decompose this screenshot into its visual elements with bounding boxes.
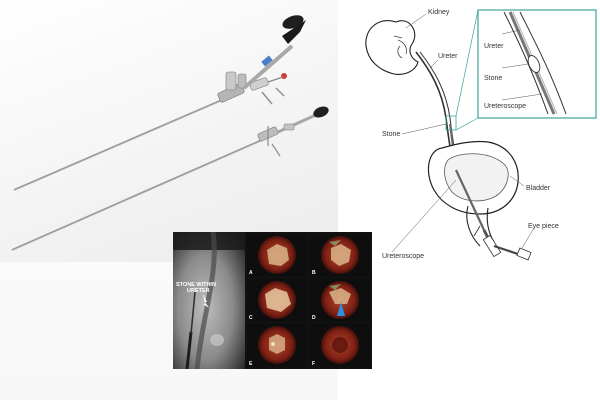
stone-callout-box [445, 115, 457, 131]
endoscopic-tile-d: D [310, 279, 370, 321]
inset-ureter-label: Ureter [484, 43, 504, 50]
inset-stone [527, 55, 541, 73]
stone-label: Stone [382, 131, 400, 138]
svg-text:D: D [312, 315, 316, 321]
ureteroscope-label: Ureteroscope [382, 253, 424, 260]
svg-text:F: F [312, 361, 315, 367]
upper-eyepiece [282, 20, 306, 44]
laser-fiber-icon [337, 302, 345, 316]
svg-text:E: E [249, 361, 253, 367]
endoscopic-tile-e: E [247, 324, 307, 367]
upper-scope-body [217, 15, 306, 105]
xray-image: STONE WITHIN URETER [173, 232, 245, 369]
endoscopic-tile-a: A [247, 234, 307, 276]
xray-caption-line1: STONE WITHIN [176, 282, 216, 288]
red-valve-icon [281, 73, 287, 79]
svg-text:B: B [312, 270, 316, 276]
instrument-photo-panel [0, 0, 338, 262]
ureter-inset: Ureter Stone Ureteroscope [477, 9, 597, 119]
anatomy-diagram-panel: Ureter Stone Ureteroscope [338, 0, 600, 400]
upper-scope-shaft [13, 99, 223, 191]
endoscopic-tile-c: C [247, 279, 307, 321]
endoscopic-tile-b: B [310, 234, 370, 276]
inset-stone-label: Stone [484, 75, 502, 82]
bladder-shape [427, 140, 519, 247]
kidney-shape [365, 20, 419, 75]
inset-ureteroscope-label: Ureteroscope [484, 103, 526, 110]
eye-piece-label: Eye piece [528, 223, 559, 230]
svg-text:C: C [249, 315, 253, 321]
kidney-label: Kidney [428, 9, 450, 16]
lower-scope-body [257, 106, 329, 157]
scope-shaft-diagram [455, 169, 485, 231]
ureter-label: Ureter [438, 53, 458, 60]
ureteroscope-instruments [11, 15, 329, 252]
urinary-tract-diagram: Ureter Stone Ureteroscope [365, 9, 597, 261]
xray-caption-line2: URETER [187, 288, 210, 294]
blue-band [261, 55, 273, 67]
endoscopic-tile-f: F [310, 324, 370, 367]
bladder-label: Bladder [526, 185, 551, 192]
lower-scope-shaft [11, 139, 263, 251]
endoscopic-image-grid: A B C [245, 232, 372, 369]
eyepiece-diagram [473, 225, 532, 261]
stone-arrow-icon [203, 294, 209, 308]
svg-text:A: A [249, 270, 253, 276]
lower-eyepiece [313, 106, 329, 118]
